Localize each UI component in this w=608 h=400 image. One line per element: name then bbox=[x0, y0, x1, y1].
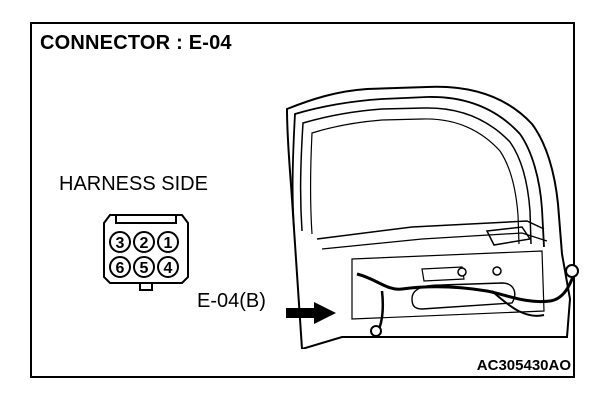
connector-title: CONNECTOR : E-04 bbox=[40, 32, 232, 54]
pin-3: 3 bbox=[116, 235, 125, 252]
connector-face: 3 2 1 6 5 4 bbox=[103, 214, 189, 291]
harness-side-label: HARNESS SIDE bbox=[59, 173, 208, 195]
connector-callout-label: E-04(B) bbox=[197, 290, 266, 312]
callout-arrow bbox=[286, 302, 336, 324]
pin-5: 5 bbox=[140, 260, 149, 277]
pin-1: 1 bbox=[164, 235, 173, 252]
door-panel-drawing bbox=[285, 85, 579, 349]
pin-4: 4 bbox=[164, 260, 173, 277]
diagram-frame: CONNECTOR : E-04 HARNESS SIDE 3 2 1 6 5 … bbox=[30, 22, 579, 378]
pin-2: 2 bbox=[140, 235, 149, 252]
figure-code: AC305430AO bbox=[476, 357, 571, 374]
pin-6: 6 bbox=[116, 260, 125, 277]
